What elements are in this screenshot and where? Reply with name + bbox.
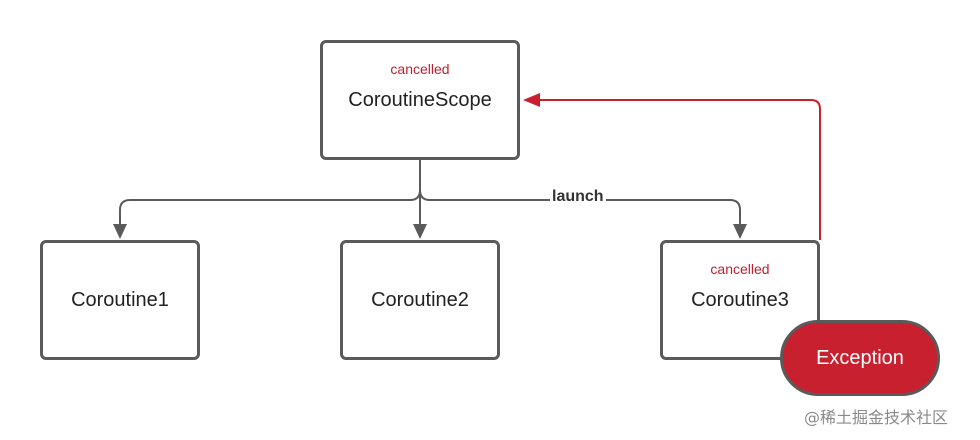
launch-edge-label: launch: [550, 188, 606, 206]
arrowhead-coroutine1: [113, 224, 127, 239]
coroutine1-node: Coroutine1: [40, 240, 200, 360]
launch-connector-branch-left: [119, 189, 421, 226]
scope-status-label: cancelled: [390, 61, 450, 77]
launch-connector-branch-right: [419, 189, 741, 226]
cancellation-path: [538, 99, 821, 240]
exception-label: Exception: [816, 347, 904, 369]
coroutine2-node: Coroutine2: [340, 240, 500, 360]
coroutine-scope-node: cancelled CoroutineScope: [320, 40, 520, 160]
arrowhead-scope: [523, 93, 540, 107]
coroutine3-label: Coroutine3: [691, 289, 789, 311]
arrowhead-coroutine2: [413, 224, 427, 239]
arrowhead-coroutine3: [733, 224, 747, 239]
watermark: @稀土掘金技术社区: [804, 408, 949, 427]
coroutine3-status-label: cancelled: [710, 261, 770, 277]
coroutine1-label: Coroutine1: [71, 289, 169, 311]
scope-label: CoroutineScope: [348, 89, 492, 111]
coroutine2-label: Coroutine2: [371, 289, 469, 311]
exception-node: Exception: [780, 320, 940, 396]
